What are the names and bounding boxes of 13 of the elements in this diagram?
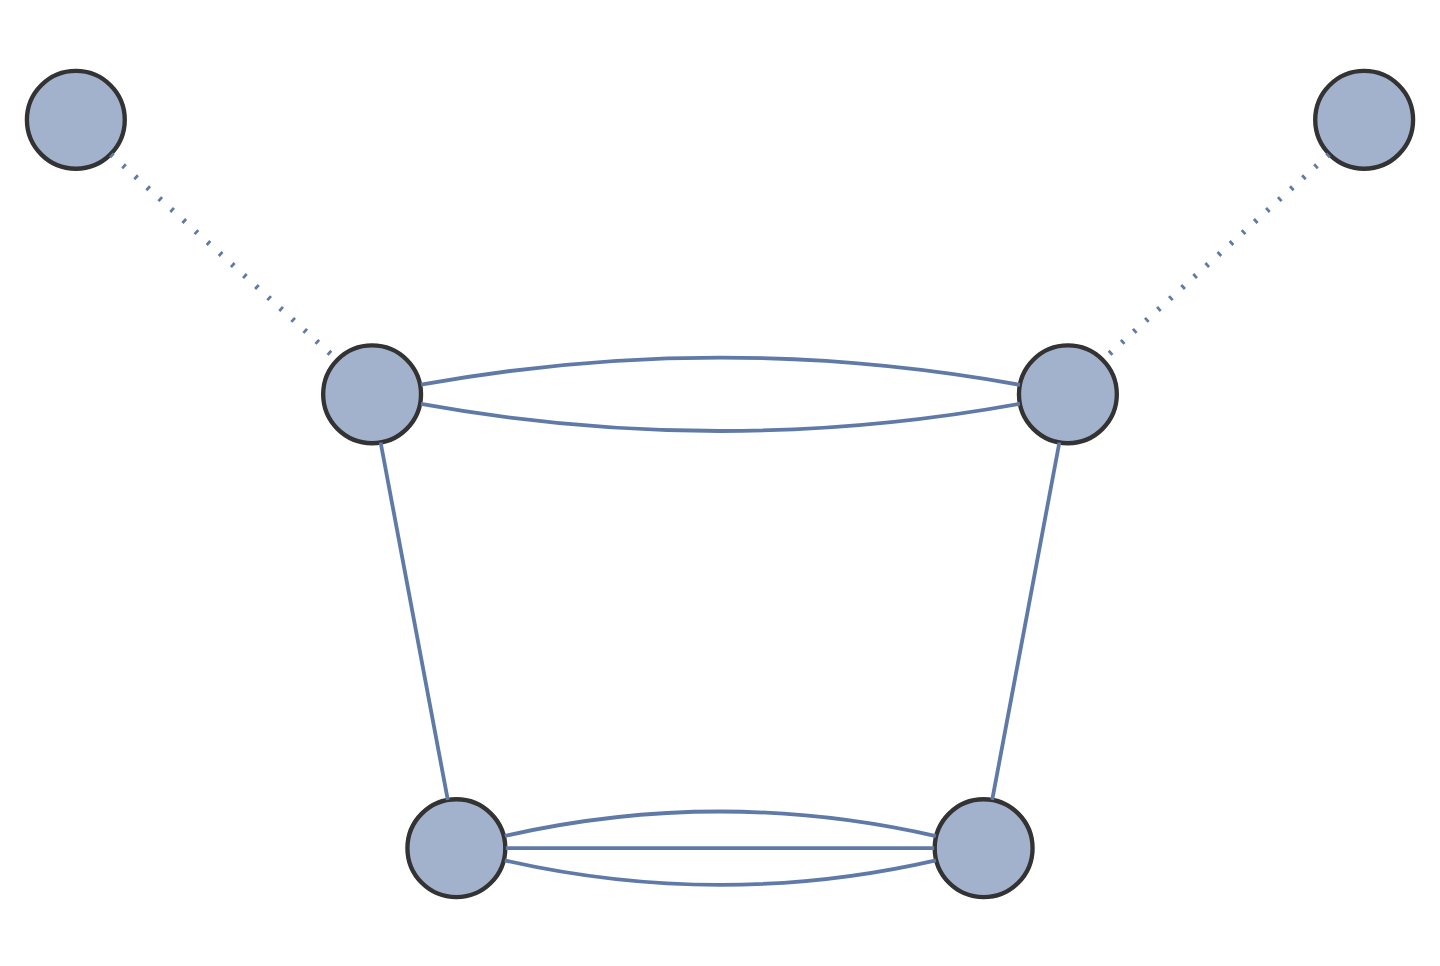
connector: [420, 400, 1021, 432]
node-circle: [405, 796, 508, 899]
node-circle: [1016, 342, 1119, 445]
connector: [420, 354, 1021, 386]
node-circle: [1313, 67, 1416, 170]
connector: [378, 441, 450, 800]
node-circle: [321, 342, 424, 445]
connector: [990, 441, 1062, 800]
node-circle: [932, 796, 1035, 899]
connector: [504, 808, 937, 837]
connector: [504, 857, 937, 886]
connector: [505, 845, 935, 850]
node-circle: [24, 67, 127, 170]
